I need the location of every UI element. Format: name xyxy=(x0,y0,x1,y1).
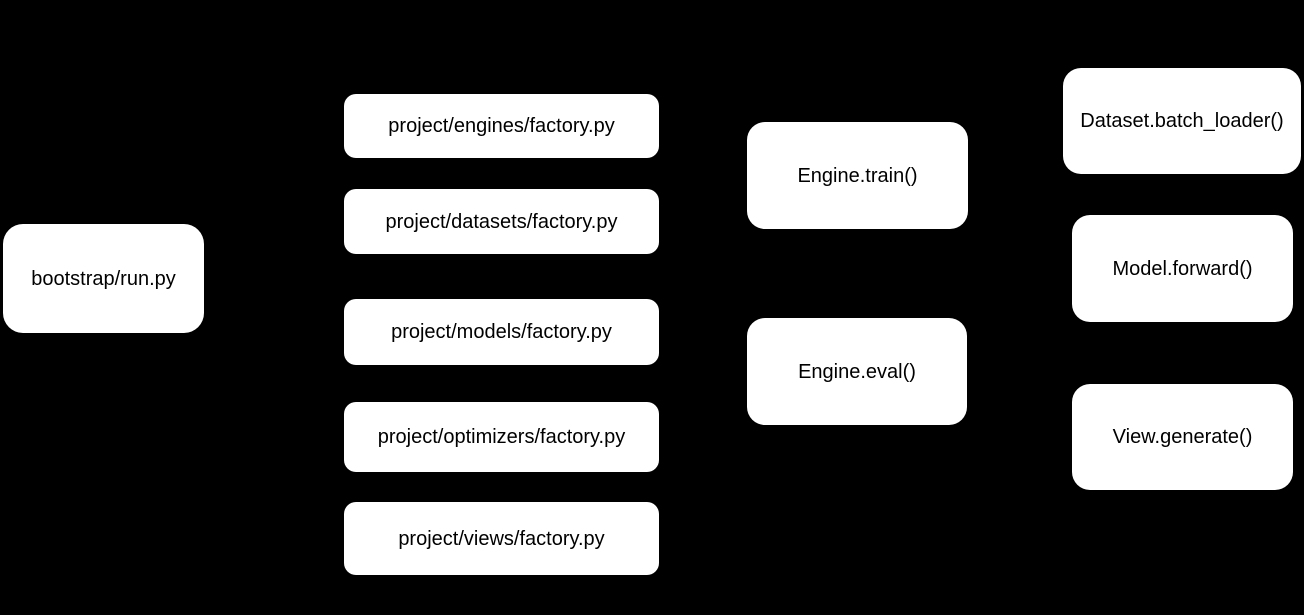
node-engine-eval-label: Engine.eval() xyxy=(798,360,916,383)
node-view-generate: View.generate() xyxy=(1072,384,1293,490)
node-views-factory-label: project/views/factory.py xyxy=(398,527,605,550)
node-view-generate-label: View.generate() xyxy=(1112,426,1253,448)
node-views-factory: project/views/factory.py xyxy=(344,502,659,575)
node-datasets-factory-label: project/datasets/factory.py xyxy=(385,210,618,233)
node-optimizers-factory-label: project/optimizers/factory.py xyxy=(377,426,626,448)
node-optimizers-factory: project/optimizers/factory.py xyxy=(344,402,659,472)
node-engines-factory: project/engines/factory.py xyxy=(344,94,659,158)
node-datasets-factory: project/datasets/factory.py xyxy=(344,189,659,254)
node-model-forward-label: Model.forward() xyxy=(1112,257,1253,280)
node-bootstrap-run-label: bootstrap/run.py xyxy=(31,267,176,290)
node-engine-train-label: Engine.train() xyxy=(797,164,918,187)
node-models-factory-label: project/models/factory.py xyxy=(391,321,612,343)
node-engines-factory-label: project/engines/factory.py xyxy=(388,115,615,137)
node-engine-eval: Engine.eval() xyxy=(747,318,967,425)
node-models-factory: project/models/factory.py xyxy=(344,299,659,365)
node-dataset-batch-loader: Dataset.batch_loader() xyxy=(1063,68,1301,174)
node-bootstrap-run: bootstrap/run.py xyxy=(3,224,204,333)
node-dataset-batch-loader-label: Dataset.batch_loader() xyxy=(1080,110,1284,132)
node-engine-train: Engine.train() xyxy=(747,122,968,229)
node-model-forward: Model.forward() xyxy=(1072,215,1293,322)
